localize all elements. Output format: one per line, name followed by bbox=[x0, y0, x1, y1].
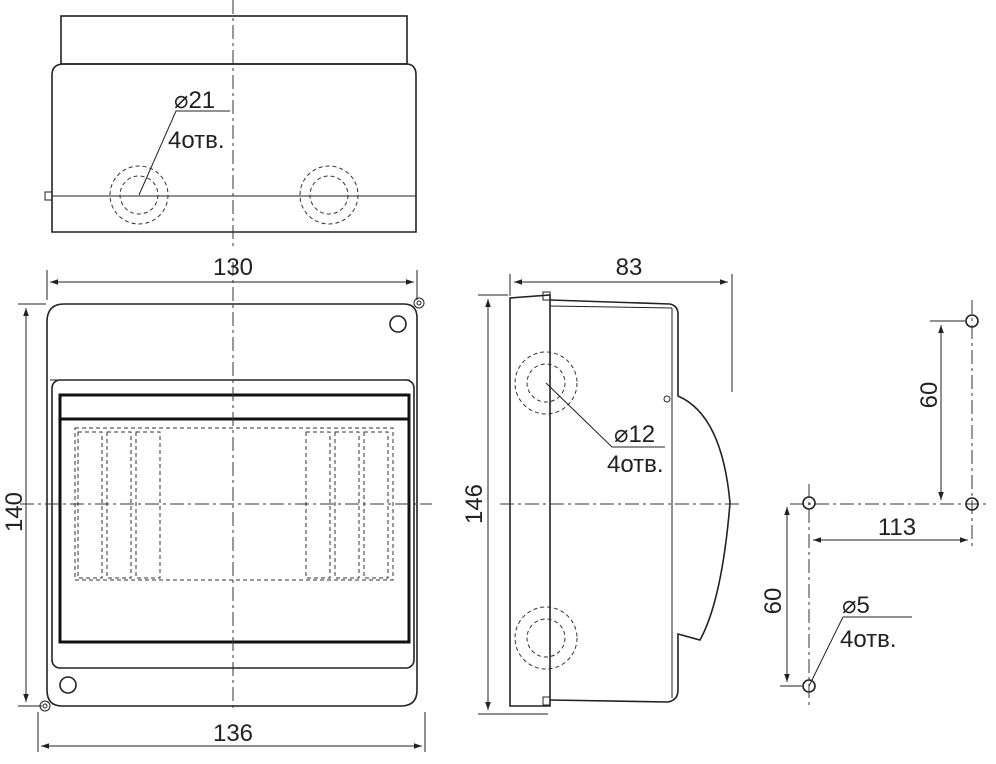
top-hole-count-label: 4отв. bbox=[168, 127, 225, 154]
side-back bbox=[509, 294, 551, 707]
dim-front-height-label: 140 bbox=[1, 492, 28, 532]
dim-mount-horizontal-label: 113 bbox=[878, 514, 916, 541]
front-body bbox=[46, 303, 418, 707]
dim-side-depth-label: 83 bbox=[616, 254, 643, 281]
dim-mount-vertical-top-label: 60 bbox=[916, 382, 943, 409]
side-view bbox=[500, 291, 740, 707]
mount-hole-count-label: 4отв. bbox=[840, 626, 897, 653]
side-body-profile bbox=[549, 299, 731, 703]
mount-hole-diameter-label: ⌀5 bbox=[842, 592, 870, 619]
side-hole-diameter-label: ⌀12 bbox=[614, 421, 655, 448]
front-door bbox=[58, 393, 411, 644]
dim-bottom-width-label: 136 bbox=[213, 720, 253, 747]
side-hole-count-label: 4отв. bbox=[607, 451, 664, 478]
corner-mount-top-right bbox=[413, 297, 425, 309]
mounting-pattern bbox=[780, 300, 990, 705]
top-view-body bbox=[51, 63, 417, 233]
dim-top-width-label: 130 bbox=[213, 254, 253, 281]
dimension-lines bbox=[18, 270, 968, 752]
side-knockout-bottom bbox=[514, 606, 578, 670]
top-view bbox=[44, 0, 417, 250]
top-view-lid bbox=[60, 15, 408, 65]
top-knockout-left bbox=[109, 165, 169, 225]
dim-mount-vertical-bottom-label: 60 bbox=[760, 588, 787, 615]
side-knockout-top bbox=[514, 351, 578, 415]
top-knockout-right bbox=[299, 165, 359, 225]
screw-hole-bottom-left bbox=[59, 676, 77, 694]
dim-side-height-label: 146 bbox=[461, 484, 488, 524]
top-hole-leader bbox=[138, 110, 230, 196]
side-hole-leader bbox=[545, 382, 665, 448]
screw-hole-top-right bbox=[389, 315, 407, 333]
mount-hole-leader bbox=[808, 616, 912, 687]
front-view bbox=[20, 262, 432, 712]
top-hole-diameter-label: ⌀21 bbox=[174, 87, 215, 114]
